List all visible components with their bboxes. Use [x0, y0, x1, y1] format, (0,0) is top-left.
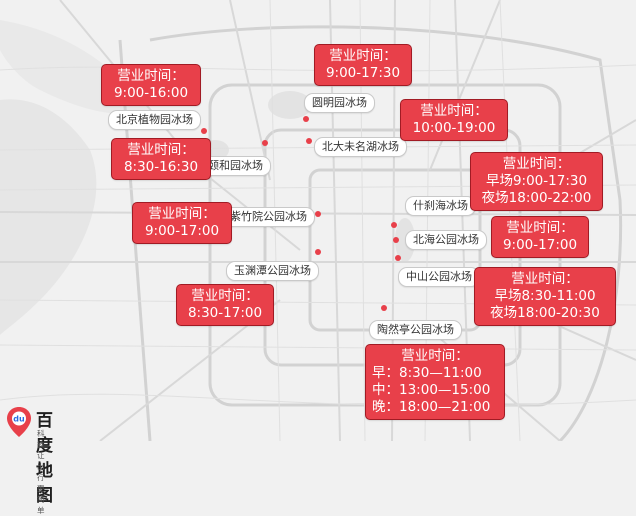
place-label-taoranting[interactable]: 陶然亭公园冰场 — [369, 320, 462, 340]
hours-heading: 营业时间： — [420, 103, 488, 119]
hours-heading: 营业时间： — [117, 68, 185, 84]
hours-box-yiheyuan: 营业时间： 8:30-16:30 — [112, 139, 210, 179]
hours-time: 9:00-17:00 — [144, 223, 220, 239]
map-marker-shichahai[interactable] — [391, 222, 397, 228]
hours-box-yuyuantan: 营业时间： 8:30-17:00 — [177, 285, 273, 325]
hours-heading: 营业时间： — [511, 271, 579, 287]
map-marker-zizhuyuan[interactable] — [315, 211, 321, 217]
place-label-botanical[interactable]: 北京植物园冰场 — [108, 110, 201, 130]
hours-time: 早：8:30—11:00 — [372, 365, 482, 381]
place-label-yuyuantan[interactable]: 玉渊潭公园冰场 — [226, 261, 319, 281]
map-marker-yuyuantan[interactable] — [315, 249, 321, 255]
map-marker-taoranting[interactable] — [381, 305, 387, 311]
hours-heading: 营业时间： — [191, 288, 259, 304]
place-label-beihai[interactable]: 北海公园冰场 — [405, 230, 487, 250]
hours-time: 夜场18:00-22:00 — [481, 190, 592, 206]
hours-heading: 营业时间： — [401, 348, 469, 364]
brand-slogan: 科技让出行更简单 — [37, 429, 46, 515]
hours-heading: 营业时间： — [506, 220, 574, 236]
hours-time: 早场8:30-11:00 — [494, 288, 596, 304]
place-label-yuanmingyuan[interactable]: 圆明园冰场 — [304, 93, 375, 113]
hours-time: 9:00-17:00 — [502, 237, 578, 253]
hours-time: 早场9:00-17:30 — [485, 173, 588, 189]
map-marker-botanical[interactable] — [201, 128, 207, 134]
hours-box-zizhuyuan: 营业时间： 9:00-17:00 — [133, 203, 231, 243]
map-pin-icon: du — [7, 407, 31, 437]
map-marker-zhongshan[interactable] — [395, 255, 401, 261]
hours-heading: 营业时间： — [329, 48, 397, 64]
hours-heading: 营业时间： — [148, 206, 216, 222]
hours-heading: 营业时间： — [127, 142, 195, 158]
hours-time: 8:30-16:30 — [123, 159, 199, 175]
hours-time: 夜场18:00-20:30 — [490, 305, 600, 321]
hours-box-shichahai: 营业时间： 早场9:00-17:30 夜场18:00-22:00 — [471, 153, 602, 210]
hours-box-botanical: 营业时间： 9:00-16:00 — [102, 65, 200, 105]
pin-text: du — [13, 415, 25, 424]
hours-time: 中：13:00—15:00 — [372, 382, 491, 398]
hours-time: 9:00-16:00 — [113, 85, 189, 101]
hours-box-weiminghu: 营业时间： 10:00-19:00 — [401, 100, 507, 140]
map-marker-yuanmingyuan[interactable] — [303, 116, 309, 122]
hours-time: 10:00-19:00 — [412, 120, 496, 136]
hours-time: 晚：18:00—21:00 — [372, 399, 491, 415]
place-label-weiminghu[interactable]: 北大未名湖冰场 — [314, 137, 407, 157]
place-label-shichahai[interactable]: 什刹海冰场 — [405, 196, 476, 216]
hours-box-beihai: 营业时间： 9:00-17:00 — [492, 217, 588, 257]
place-label-zizhuyuan[interactable]: 紫竹院公园冰场 — [222, 207, 315, 227]
place-label-zhongshan[interactable]: 中山公园冰场 — [398, 267, 480, 287]
map-marker-yiheyuan[interactable] — [262, 140, 268, 146]
map-marker-beihai[interactable] — [393, 237, 399, 243]
hours-box-zhongshan: 营业时间： 早场8:30-11:00 夜场18:00-20:30 — [475, 268, 615, 325]
hours-box-yuanmingyuan: 营业时间： 9:00-17:30 — [315, 45, 411, 85]
place-label-yiheyuan[interactable]: 颐和园冰场 — [200, 156, 271, 176]
hours-time: 9:00-17:30 — [325, 65, 401, 81]
map-marker-weiminghu[interactable] — [306, 138, 312, 144]
hours-heading: 营业时间： — [502, 156, 571, 172]
hours-box-taoranting: 营业时间： 早：8:30—11:00 中：13:00—15:00 晚：18:00… — [366, 345, 504, 419]
hours-time: 8:30-17:00 — [187, 305, 263, 321]
